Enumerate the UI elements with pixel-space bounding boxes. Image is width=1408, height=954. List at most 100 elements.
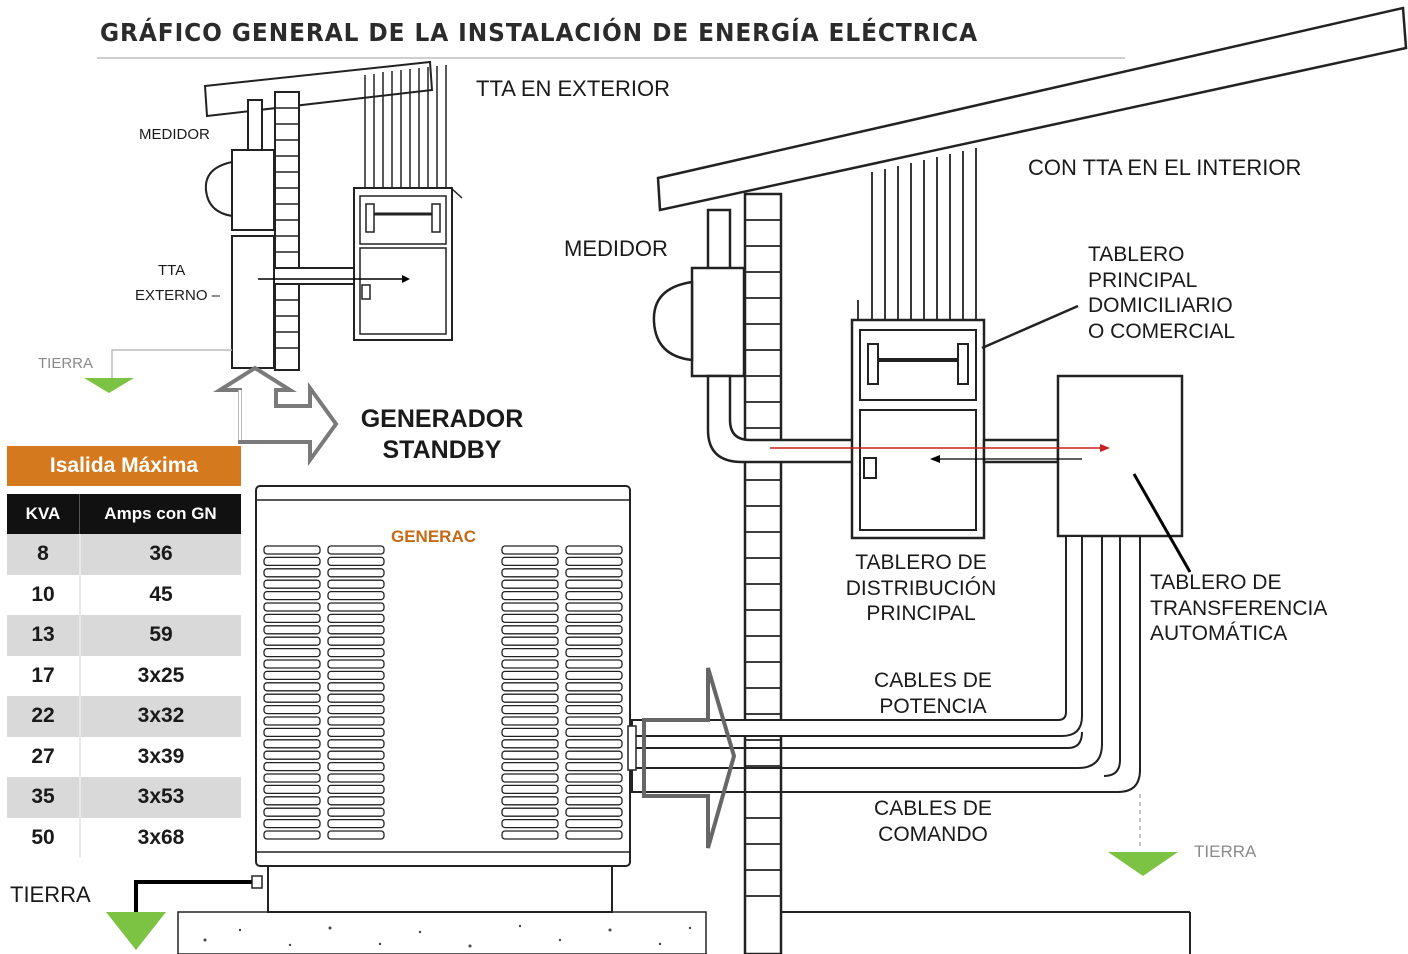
- small-ground-marker: [84, 378, 134, 393]
- louver-slat: [565, 784, 623, 795]
- big-meter-box: [690, 266, 746, 378]
- kva-cell: 22: [7, 696, 81, 737]
- louver-slat: [263, 704, 321, 715]
- louver-slat: [565, 647, 623, 658]
- main-panel-leader: [981, 304, 1079, 350]
- interior-heading: CON TTA EN EL INTERIOR: [1028, 155, 1302, 180]
- louver-slat: [263, 670, 321, 681]
- louver-slat: [565, 659, 623, 669]
- generator-louvers: [263, 545, 623, 840]
- control-cable-conduit: [631, 536, 1141, 793]
- louver-slat: [327, 739, 385, 749]
- louver-slat: [501, 670, 559, 681]
- main-panel-label: TABLERO PRINCIPAL DOMICILIARIO O COMERCI…: [1088, 242, 1235, 344]
- amps-cell: 59: [149, 623, 173, 647]
- louver-slat: [501, 773, 559, 783]
- table-header: KVA Amps con GN: [7, 494, 241, 534]
- louver-slat: [327, 659, 385, 669]
- amps-cell: 3x39: [137, 744, 185, 768]
- louver-slat: [327, 647, 385, 658]
- louver-slat: [263, 659, 321, 669]
- header-kva: KVA: [7, 494, 80, 534]
- louver-slat: [263, 693, 321, 703]
- louver-slat: [327, 727, 385, 738]
- louver-slat: [263, 545, 321, 555]
- distribution-panel-label: TABLERO DE DISTRIBUCIÓN PRINCIPAL: [826, 550, 1016, 627]
- louver-slat: [565, 590, 623, 601]
- louver-slat: [565, 556, 623, 567]
- amps-cell: 3x53: [137, 785, 185, 809]
- louver-slat: [501, 682, 559, 692]
- louver-slat: [501, 727, 559, 738]
- distribution-line: TABLERO DE: [855, 551, 987, 574]
- big-roof: [656, 6, 1408, 212]
- louver-slat: [501, 602, 559, 612]
- kva-cell: 17: [7, 655, 81, 696]
- gen-ground-wire: [134, 880, 256, 912]
- louver-slat: [327, 750, 385, 760]
- amps-cell: 45: [149, 582, 173, 606]
- big-ground-marker: [1108, 852, 1178, 876]
- control-cables-line: CABLES DE: [874, 797, 992, 820]
- louver-slat: [565, 796, 623, 806]
- big-conduits: [857, 148, 977, 320]
- distribution-line: PRINCIPAL: [866, 602, 976, 626]
- header-amps: Amps con GN: [104, 504, 217, 523]
- main-panel-line: PRINCIPAL: [1088, 268, 1198, 292]
- small-ground-wire: [111, 349, 232, 378]
- louver-slat: [263, 784, 321, 795]
- gen-ground-label: TIERRA: [10, 882, 91, 907]
- generac-brand: GENERAC: [391, 527, 476, 546]
- louver-slat: [263, 602, 321, 612]
- louver-slat: [501, 807, 559, 817]
- small-tta-label-2: EXTERNO –: [135, 287, 221, 304]
- louver-slat: [565, 568, 623, 578]
- louver-slat: [565, 670, 623, 681]
- louver-slat: [501, 750, 559, 760]
- louver-slat: [501, 659, 559, 669]
- transfer-switch-box: [1056, 374, 1184, 538]
- louver-slat: [501, 693, 559, 703]
- louver-slat: [327, 670, 385, 681]
- louver-slat: [501, 761, 559, 772]
- louver-slat: [263, 613, 321, 624]
- generator-label-line1: GENERADOR: [360, 405, 524, 433]
- louver-slat: [327, 830, 385, 840]
- louver-slat: [565, 704, 623, 715]
- louver-slat: [501, 568, 559, 578]
- louver-slat: [501, 556, 559, 567]
- exterior-tta-diagram: [111, 60, 463, 378]
- big-meter-label: MEDIDOR: [564, 236, 668, 261]
- louver-slat: [327, 784, 385, 795]
- louver-slat: [263, 796, 321, 806]
- louver-slat: [327, 796, 385, 806]
- louver-slat: [501, 647, 559, 658]
- louver-slat: [565, 761, 623, 772]
- interior-tta-diagram: [631, 6, 1408, 954]
- louver-slat: [501, 613, 559, 624]
- transfer-panel-label: TABLERO DE TRANSFERENCIA AUTOMÁTICA: [1150, 570, 1327, 647]
- louver-slat: [501, 716, 559, 726]
- small-link-conduit: [273, 267, 355, 285]
- louver-slat: [263, 739, 321, 749]
- power-cable-conduit: [631, 535, 1083, 737]
- amps-cell: 3x25: [137, 663, 185, 687]
- power-cables-line: POTENCIA: [879, 694, 987, 718]
- louver-slat: [565, 818, 623, 829]
- main-panel-line: O COMERCIAL: [1088, 319, 1236, 343]
- louver-slat: [263, 716, 321, 726]
- power-cables-label: CABLES DE POTENCIA: [850, 668, 1016, 719]
- louver-slat: [565, 636, 623, 646]
- louver-slat: [565, 625, 623, 635]
- louver-slat: [327, 579, 385, 589]
- small-tta-label-1: TTA: [158, 262, 186, 279]
- big-ground-label: TIERRA: [1194, 842, 1257, 861]
- small-wall-stud: [274, 91, 300, 371]
- louver-slat: [565, 682, 623, 692]
- louver-slat: [501, 636, 559, 646]
